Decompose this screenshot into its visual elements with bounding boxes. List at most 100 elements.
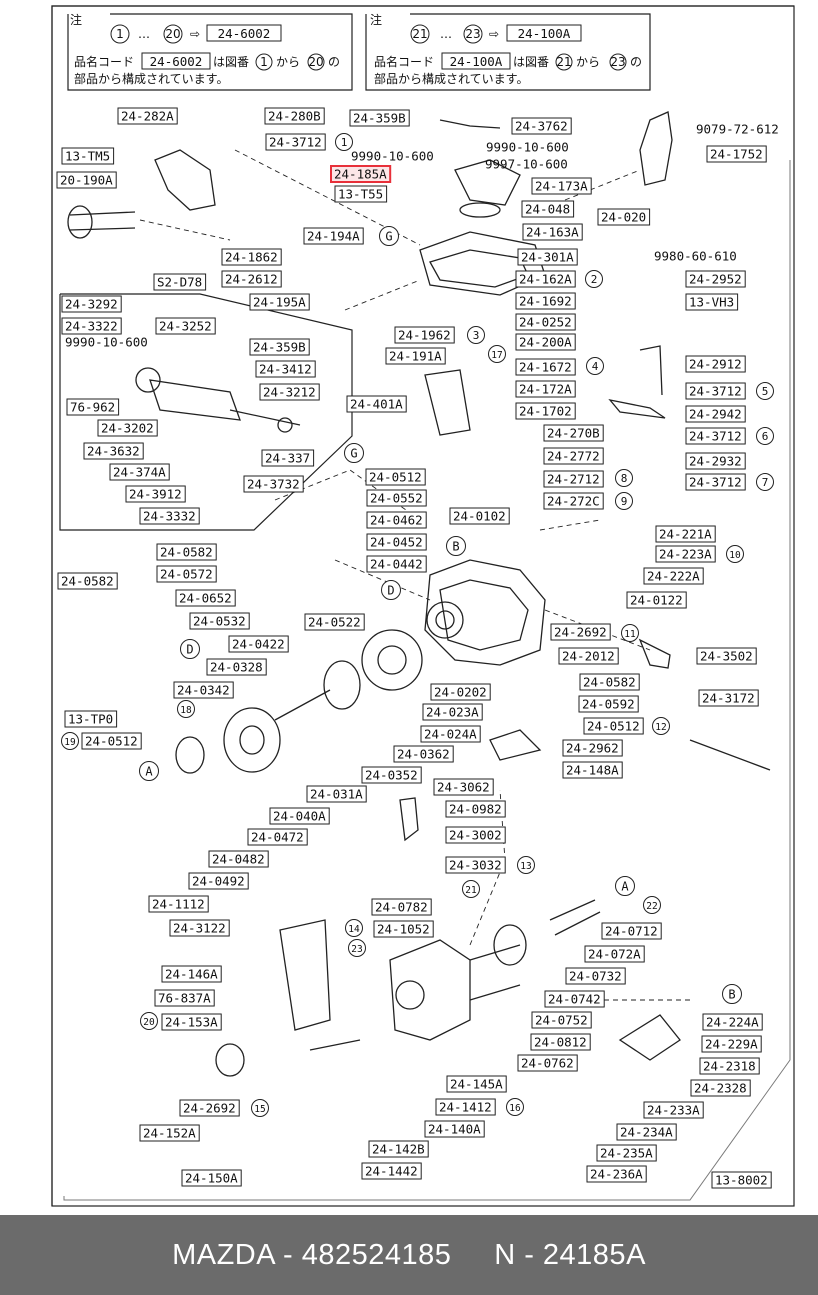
part-label: 24-3002	[445, 826, 506, 844]
part-label: 24-236A	[586, 1165, 647, 1183]
part-label: 24-229A	[701, 1035, 762, 1053]
footer-part-number: 482524185	[301, 1238, 452, 1271]
part-label: 24-2318	[699, 1057, 760, 1075]
part-label-text: 24-048	[525, 202, 570, 217]
callout-number: 20	[140, 1012, 158, 1030]
part-label: 24-3122	[169, 919, 230, 937]
part-label-text: 24-0342	[177, 683, 230, 698]
part-label-text: 24-3332	[143, 509, 196, 524]
part-label: 24-337	[261, 449, 315, 467]
svg-text:A: A	[145, 765, 153, 779]
part-label-text: 24-3762	[515, 119, 568, 134]
part-label: 24-162A	[515, 270, 576, 288]
part-label: 24-2012	[558, 647, 619, 665]
part-label: 24-0712	[601, 922, 662, 940]
part-label-text: 24-3202	[101, 421, 154, 436]
svg-text:5: 5	[762, 385, 769, 398]
part-label: 13-VH3	[685, 293, 739, 311]
letter-callout: G	[379, 226, 399, 246]
part-label-text: 24-185A	[334, 167, 387, 182]
part-label-text: 24-140A	[428, 1122, 481, 1137]
part-label-text: 24-0652	[179, 591, 232, 606]
part-label-text: 24-0532	[193, 614, 246, 629]
part-label-text: 24-270B	[547, 426, 600, 441]
part-label-text: 24-2912	[689, 357, 742, 372]
part-label-text: 24-374A	[113, 465, 166, 480]
svg-text:20: 20	[308, 55, 323, 69]
svg-text:15: 15	[254, 1104, 265, 1115]
part-label-text: 76-962	[70, 400, 115, 415]
part-label-text: 24-3632	[87, 444, 140, 459]
part-label-text: 24-0462	[370, 513, 423, 528]
part-label-text: 24-3712	[269, 135, 322, 150]
svg-text:B: B	[452, 540, 459, 554]
part-label-text: 24-0512	[587, 719, 640, 734]
letter-callout: A	[139, 761, 159, 781]
part-label-text: 13-TP0	[68, 712, 113, 727]
part-label-text: 24-2328	[694, 1081, 747, 1096]
callout-number: 23	[348, 939, 366, 957]
part-label-text: 24-2932	[689, 454, 742, 469]
part-label: 24-0122	[626, 591, 687, 609]
part-label: 24-3632	[83, 442, 144, 460]
part-label: 24-2612	[221, 270, 282, 288]
part-label-text: 24-0582	[160, 545, 213, 560]
part-label: 24-194A	[303, 227, 364, 245]
part-label: 13-8002	[711, 1171, 772, 1189]
part-label-text: 9990-10-600	[65, 335, 148, 350]
part-label-text: 24-0202	[434, 685, 487, 700]
part-label-text: 24-0362	[397, 747, 450, 762]
part-label-text: 24-200A	[519, 335, 572, 350]
part-label: 24-280B	[264, 107, 325, 125]
part-label: 24-0982	[445, 800, 506, 818]
svg-text:品名コード: 品名コード	[74, 54, 134, 69]
part-label: 24-0462	[366, 511, 427, 529]
letter-callout: A	[615, 876, 635, 896]
footer-bar: MAZDA - 482524185 N - 24185A	[0, 1215, 818, 1295]
part-label: 24-3732	[243, 475, 304, 493]
part-label: 24-374A	[109, 463, 170, 481]
part-label-highlighted: 24-185A	[330, 165, 392, 183]
part-label-text: 24-0592	[582, 697, 635, 712]
part-label: 24-3202	[97, 419, 158, 437]
part-label-text: 24-1112	[152, 897, 205, 912]
part-label: 24-040A	[269, 807, 330, 825]
part-label-text: 24-3172	[702, 691, 755, 706]
part-label-text: 24-172A	[519, 382, 572, 397]
part-label: 24-2712	[543, 470, 604, 488]
svg-text:24-6002: 24-6002	[218, 26, 271, 41]
part-label-text: 24-3322	[65, 319, 118, 334]
svg-text:18: 18	[180, 705, 192, 716]
part-label: 24-1752	[706, 145, 767, 163]
svg-text:…: …	[440, 27, 452, 41]
part-label-text: 24-0742	[548, 992, 601, 1007]
part-label-text: 24-0492	[192, 874, 245, 889]
callout-number: 9	[615, 492, 633, 510]
part-label-text: 24-031A	[310, 787, 363, 802]
part-label-text: 9980-60-610	[654, 249, 737, 264]
svg-text:13: 13	[520, 861, 531, 872]
exploded-parts-diagram: 注 1 … 20 ⇨ 24-6002 品名コード 24-6002 は図番 1 か…	[51, 5, 795, 1207]
part-label: 24-0782	[371, 898, 432, 916]
svg-text:20: 20	[165, 27, 180, 41]
svg-text:G: G	[385, 230, 392, 244]
part-label-text: 24-3212	[263, 385, 316, 400]
part-label: 24-1702	[515, 402, 576, 420]
part-label: 24-0328	[206, 658, 267, 676]
part-label: 24-0512	[365, 468, 426, 486]
svg-text:20: 20	[143, 1017, 155, 1028]
part-label-text: 24-1752	[710, 147, 763, 162]
part-label: 24-1962	[394, 326, 455, 344]
svg-text:D: D	[186, 643, 193, 657]
part-label-text: 24-3062	[437, 780, 490, 795]
part-label-text: 24-337	[265, 451, 310, 466]
part-label: 76-837A	[154, 989, 215, 1007]
part-label-text: 24-0422	[232, 637, 285, 652]
part-label-text: 24-0582	[583, 675, 636, 690]
part-label: 24-0582	[579, 673, 640, 691]
part-label-text: 24-2942	[689, 407, 742, 422]
part-label-text: 24-1442	[365, 1164, 418, 1179]
part-label-text: 24-282A	[121, 109, 174, 124]
part-label-text: 24-3002	[449, 828, 502, 843]
svg-text:D: D	[387, 584, 394, 598]
